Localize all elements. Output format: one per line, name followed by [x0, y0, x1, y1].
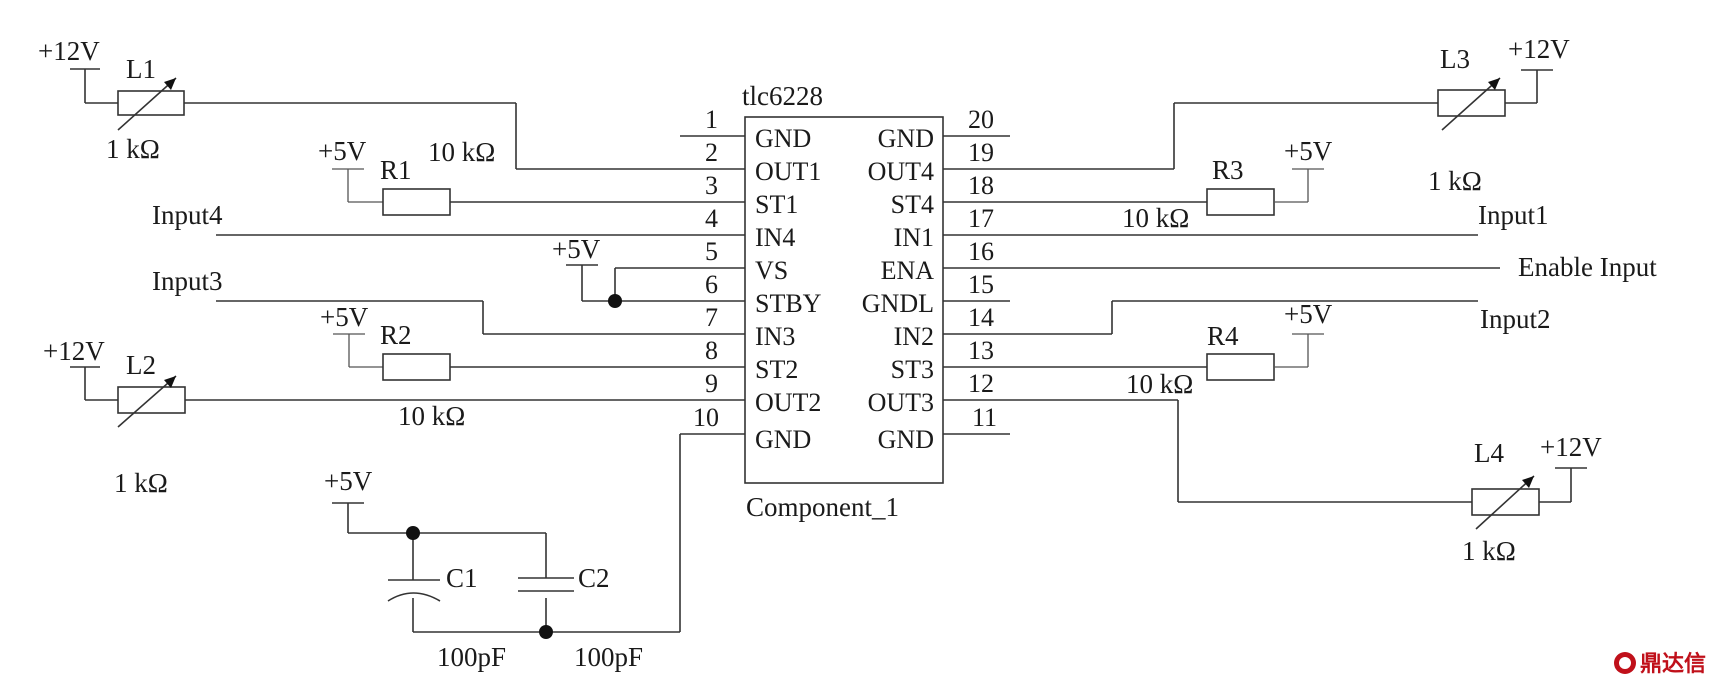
pin-name-st2: ST2	[755, 355, 798, 384]
pin-name-gnd-right-top: GND	[878, 124, 934, 153]
ic-body	[744, 116, 944, 484]
pin-number-15: 15	[968, 270, 994, 299]
pin-number-11: 11	[972, 403, 997, 432]
r4-name: R4	[1207, 321, 1239, 351]
pin-number-9: 9	[705, 369, 718, 398]
pin-number-16: 16	[968, 237, 994, 266]
c2-name: C2	[578, 563, 610, 593]
ic-name: tlc6228	[742, 81, 823, 111]
r4-value: 10 kΩ	[1126, 369, 1193, 399]
l4-name: L4	[1474, 438, 1504, 468]
resistor-r4	[1010, 333, 1324, 381]
resistor-r2	[333, 333, 680, 381]
c2-value: 100pF	[574, 642, 643, 672]
pin-number-13: 13	[968, 336, 994, 365]
resistor-r1	[332, 168, 680, 216]
pin-name-stby: STBY	[755, 289, 822, 318]
pin-number-18: 18	[968, 171, 994, 200]
inductor-l3	[1010, 69, 1553, 170]
pin-name-st3: ST3	[891, 355, 934, 384]
supply-r2-5v: +5V	[320, 302, 369, 332]
pin-name-in4: IN4	[755, 223, 795, 252]
pin-number-14: 14	[968, 303, 994, 332]
inductor-l4	[1010, 399, 1587, 530]
l4-value: 1 kΩ	[1462, 536, 1516, 566]
pin-name-out1: OUT1	[755, 157, 821, 186]
supply-vs-5v: +5V	[552, 234, 601, 264]
pin-name-gnd-left-top: GND	[755, 124, 811, 153]
l1-value: 1 kΩ	[106, 134, 160, 164]
capacitor-c1	[332, 502, 546, 602]
supply-l2-12v: +12V	[43, 336, 105, 366]
r2-value: 10 kΩ	[398, 401, 465, 431]
enable-input-label: Enable Input	[1518, 252, 1657, 282]
pin-number-20: 20	[968, 105, 994, 134]
pin-number-12: 12	[968, 369, 994, 398]
resistor-r3	[1010, 168, 1324, 216]
pin-number-7: 7	[705, 303, 718, 332]
inductor-l2	[70, 366, 680, 428]
pin-number-10: 10	[693, 403, 719, 432]
vs-stby-net	[566, 264, 680, 308]
r1-name: R1	[380, 155, 412, 185]
l3-name: L3	[1440, 44, 1470, 74]
pin-name-out4: OUT4	[868, 157, 934, 186]
r3-name: R3	[1212, 155, 1244, 185]
pin-name-vs: VS	[755, 256, 788, 285]
input4-label: Input4	[152, 200, 223, 230]
inductor-l1	[70, 68, 680, 170]
pin-name-gndl: GNDL	[862, 289, 934, 318]
capacitor-c2	[518, 533, 574, 592]
pin-name-out2: OUT2	[755, 388, 821, 417]
pin-number-1: 1	[705, 105, 718, 134]
pin-number-6: 6	[705, 270, 718, 299]
l3-value: 1 kΩ	[1428, 166, 1482, 196]
ic-component-label: Component_1	[746, 492, 899, 522]
pin-number-19: 19	[968, 138, 994, 167]
supply-l1-12v: +12V	[38, 36, 100, 66]
pin-number-5: 5	[705, 237, 718, 266]
input2-wire	[1010, 300, 1478, 335]
pin-number-4: 4	[705, 204, 718, 233]
c1-value: 100pF	[437, 642, 506, 672]
l2-name: L2	[126, 350, 156, 380]
gnd-cap-net	[412, 434, 681, 639]
pin-number-3: 3	[705, 171, 718, 200]
c1-name: C1	[446, 563, 478, 593]
input3-label: Input3	[152, 266, 223, 296]
pin-number-17: 17	[968, 204, 994, 233]
pin-name-ena: ENA	[881, 256, 935, 285]
pin-name-in2: IN2	[894, 322, 934, 351]
supply-cap-5v: +5V	[324, 466, 373, 496]
supply-l3-12v: +12V	[1508, 34, 1570, 64]
watermark-text: 鼎达信	[1640, 651, 1706, 677]
watermark-logo: 鼎达信	[1614, 651, 1706, 677]
pin-name-out3: OUT3	[868, 388, 934, 417]
ic-left-pin-stubs	[680, 135, 745, 435]
input2-label: Input2	[1480, 304, 1551, 334]
r1-value: 10 kΩ	[428, 137, 495, 167]
pin-name-st1: ST1	[755, 190, 798, 219]
pin-name-gnd-left-bottom: GND	[755, 425, 811, 454]
pin-name-st4: ST4	[891, 190, 934, 219]
supply-r1-5v: +5V	[318, 136, 367, 166]
pin-name-in1: IN1	[894, 223, 934, 252]
supply-r3-5v: +5V	[1284, 136, 1333, 166]
r2-name: R2	[380, 320, 412, 350]
l1-name: L1	[126, 54, 156, 84]
pin-number-2: 2	[705, 138, 718, 167]
supply-l4-12v: +12V	[1540, 432, 1602, 462]
pin-name-in3: IN3	[755, 322, 795, 351]
l2-value: 1 kΩ	[114, 468, 168, 498]
supply-r4-5v: +5V	[1284, 299, 1333, 329]
input1-label: Input1	[1478, 200, 1549, 230]
r3-value: 10 kΩ	[1122, 203, 1189, 233]
pin-name-gnd-right-bottom: GND	[878, 425, 934, 454]
input3-wire	[216, 300, 680, 335]
ic-right-pin-stubs	[943, 135, 1010, 435]
pin-number-8: 8	[705, 336, 718, 365]
